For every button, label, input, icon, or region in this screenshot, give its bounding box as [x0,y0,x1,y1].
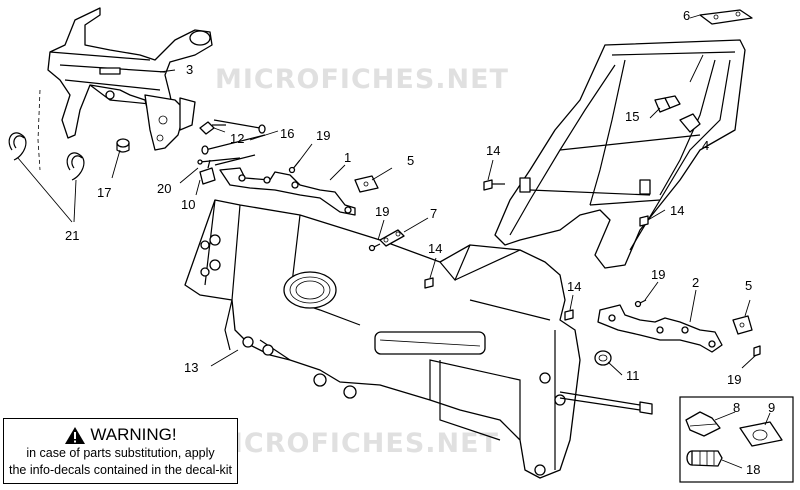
warning-heading: WARNING! [4,425,237,445]
callout-19-mid: 19 [375,204,389,219]
callout-16: 16 [280,126,294,141]
spacer-17 [116,138,130,153]
front-bracket [47,7,213,151]
callout-9: 9 [768,400,775,415]
callout-21: 21 [65,228,79,243]
callout-12: 12 [230,131,244,146]
screw-14-right-subframe [639,215,649,227]
watermark-bottom: MICROFICHES.NET [205,428,499,459]
screw-19-right [634,299,647,308]
callout-14-right: 14 [567,279,581,294]
warning-line-2: the info-decals contained in the decal-k… [8,463,233,477]
screw-14-left-subframe [483,179,505,191]
screw-19-top [288,159,301,174]
rear-subframe [494,39,746,269]
callout-2: 2 [692,275,699,290]
bolt-16 [201,134,266,166]
callout-11: 11 [626,368,640,383]
watermark-top: MICROFICHES.NET [215,64,509,95]
rod-20 [197,157,241,165]
warning-box: WARNING! in case of parts substitution, … [3,418,238,484]
callout-14-left: 14 [486,143,500,158]
callout-7: 7 [430,206,437,221]
callout-5-top: 5 [407,153,414,168]
callouts: 3 4 6 16 12 19 1 5 7 19 14 14 14 14 15 1… [65,8,775,477]
wingnut-15 [654,95,681,113]
warning-triangle-icon [65,426,86,444]
leader-lines [17,14,771,469]
screw-19-mid [368,243,381,252]
bracket-1 [219,167,356,216]
callout-3: 3 [186,62,193,77]
callout-10: 10 [181,197,195,212]
callout-8: 8 [733,400,740,415]
callout-1: 1 [344,150,351,165]
bolt-10 [199,159,216,185]
callout-14-subframe: 14 [670,203,684,218]
callout-18: 18 [746,462,760,477]
screw-19-lower-right [753,345,761,357]
screw-12 [199,119,266,135]
callout-13: 13 [184,360,198,375]
screw-14-right [564,309,574,321]
callout-19-right: 19 [651,267,665,282]
bracket-2 [597,304,723,353]
hose-clips [8,132,85,181]
clip-5-right [732,315,753,335]
callout-15: 15 [625,109,639,124]
grommet-11 [594,350,612,366]
callout-19-top: 19 [316,128,330,143]
callout-17: 17 [97,185,111,200]
inset-box [679,396,794,483]
callout-5-right: 5 [745,278,752,293]
callout-20: 20 [157,181,171,196]
bracket-7 [379,229,405,247]
callout-14-center: 14 [428,241,442,256]
main-frame [184,199,581,479]
warning-title: WARNING! [90,425,177,444]
long-bolt [559,391,653,415]
callout-6: 6 [683,8,690,23]
warning-line-1: in case of parts substitution, apply [26,446,215,460]
callout-19-lower: 19 [727,372,741,387]
screw-14-center [424,277,434,289]
bracket-6 [699,9,753,25]
callout-4: 4 [702,138,709,153]
